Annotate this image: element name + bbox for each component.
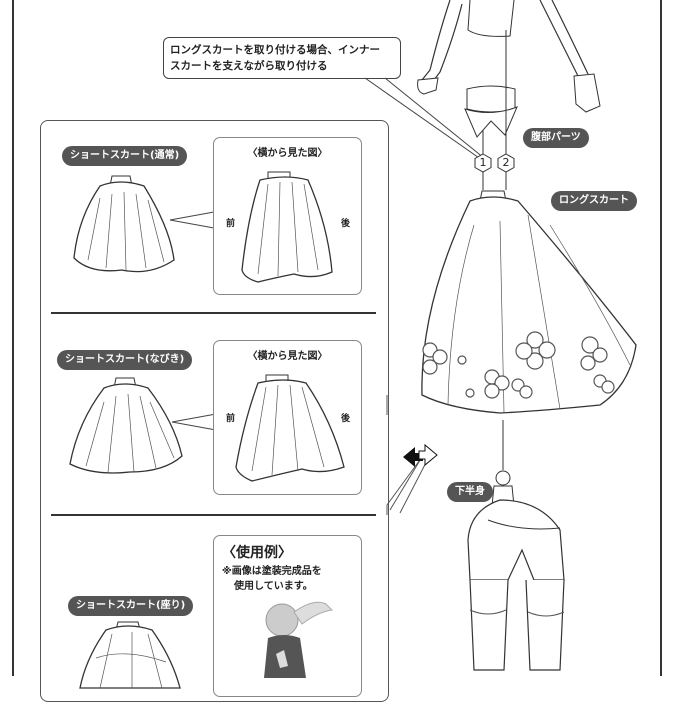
usage-example-photo — [264, 601, 334, 678]
upper-body-figure — [417, 0, 601, 113]
callout-wedge-2 — [171, 413, 217, 431]
section-divider-1 — [51, 312, 376, 314]
callout-pointer — [364, 77, 485, 161]
label-short-skirt-normal: ショートスカート(通常) — [62, 146, 188, 166]
step-2-number: 2 — [502, 156, 510, 169]
short-skirt-normal-illustration — [73, 175, 175, 273]
page-border-right — [660, 0, 662, 676]
lower-body-illustration — [467, 470, 565, 671]
side-view-box-flowing: 〈横から見た図〉 前 後 — [213, 340, 362, 495]
usage-example-note: ※画像は塗装完成品を 使用しています。 — [222, 566, 322, 592]
label-short-skirt-flowing: ショートスカート(なびき) — [57, 350, 193, 370]
back-label: 後 — [341, 414, 351, 424]
long-skirt-illustration — [421, 190, 637, 414]
front-label: 前 — [226, 414, 236, 424]
back-label: 後 — [341, 219, 351, 229]
label-long-skirt: ロングスカート — [551, 191, 637, 211]
callout-wedge-1 — [169, 211, 215, 229]
instruction-callout: ロングスカートを取り付ける場合、インナー スカートを支えながら取り付ける — [163, 37, 401, 79]
callout-line-2: スカートを支えながら取り付ける — [170, 60, 328, 72]
side-view-title: 〈横から見た図〉 — [247, 351, 328, 362]
page-border-left — [12, 0, 14, 676]
side-view-title: 〈横から見た図〉 — [247, 148, 328, 159]
label-lower-body: 下半身 — [447, 482, 493, 502]
label-abdomen-part: 腹部パーツ — [523, 128, 589, 148]
short-skirt-sitting-illustration — [79, 621, 181, 689]
step-2-hex-icon — [497, 153, 515, 173]
side-view-box-normal: 〈横から見た図〉 前 後 — [213, 137, 362, 295]
short-skirt-flowing-illustration — [69, 377, 183, 474]
step-1-hex-icon — [474, 153, 492, 173]
front-label: 前 — [226, 219, 236, 229]
side-view-skirt-flowing — [235, 374, 345, 482]
label-short-skirt-sitting: ショートスカート(座り) — [68, 596, 194, 616]
usage-example-title: 〈使用例〉 — [222, 545, 292, 561]
callout-line-1: ロングスカートを取り付ける場合、インナー — [170, 44, 380, 56]
abdomen-part-illustration — [464, 85, 518, 138]
usage-example-box: 〈使用例〉 ※画像は塗装完成品を 使用しています。 — [213, 535, 362, 697]
double-arrow-icon — [403, 443, 438, 467]
section-divider-2 — [51, 514, 376, 516]
step-1-number: 1 — [479, 156, 487, 169]
side-view-skirt-normal — [241, 171, 333, 283]
